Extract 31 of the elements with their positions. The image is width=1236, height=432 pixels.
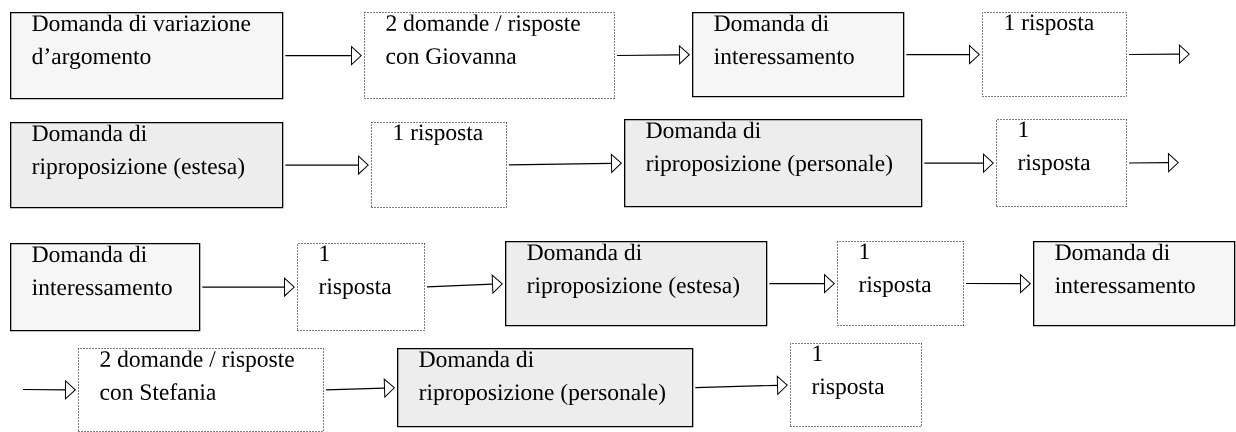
answer-box: 1 risposta — [837, 241, 964, 326]
block-arrow — [1128, 153, 1179, 173]
block-arrow — [1128, 44, 1190, 64]
answer-box: 1 risposta — [371, 122, 507, 208]
question-box: Domanda di riproposizione (personale) — [624, 119, 923, 208]
answer-box: 2 domande / risposte con Giovanna — [364, 12, 615, 99]
block-arrow — [284, 155, 369, 175]
answer-box: 2 domande / risposte con Stefania — [78, 348, 324, 432]
block-arrow — [201, 277, 295, 297]
question-box: Domanda di riproposizione (estesa) — [505, 241, 768, 327]
block-arrow — [426, 274, 503, 294]
question-box: Domanda di interessamento — [692, 12, 905, 98]
block-arrow — [284, 46, 362, 65]
question-box: Domanda di riproposizione (personale) — [397, 348, 694, 428]
question-box: Domanda di variazione d’argomento — [10, 12, 284, 100]
block-arrow — [923, 153, 994, 173]
block-arrow — [616, 45, 690, 65]
block-arrow — [905, 45, 980, 64]
question-box: Domanda di riproposizione (estesa) — [10, 122, 284, 209]
answer-box: 1 risposta — [996, 119, 1127, 207]
answer-box: 1 risposta — [297, 243, 425, 331]
block-arrow — [694, 375, 788, 395]
block-arrow — [965, 274, 1031, 294]
question-box: Domanda di interessamento — [1033, 241, 1236, 327]
answer-box: 1 risposta — [982, 12, 1127, 97]
block-arrow — [22, 380, 76, 400]
question-box: Domanda di interessamento — [10, 243, 201, 332]
block-arrow — [508, 153, 622, 173]
block-arrow — [325, 378, 395, 398]
answer-box: 1 risposta — [790, 343, 922, 427]
block-arrow — [768, 274, 835, 293]
